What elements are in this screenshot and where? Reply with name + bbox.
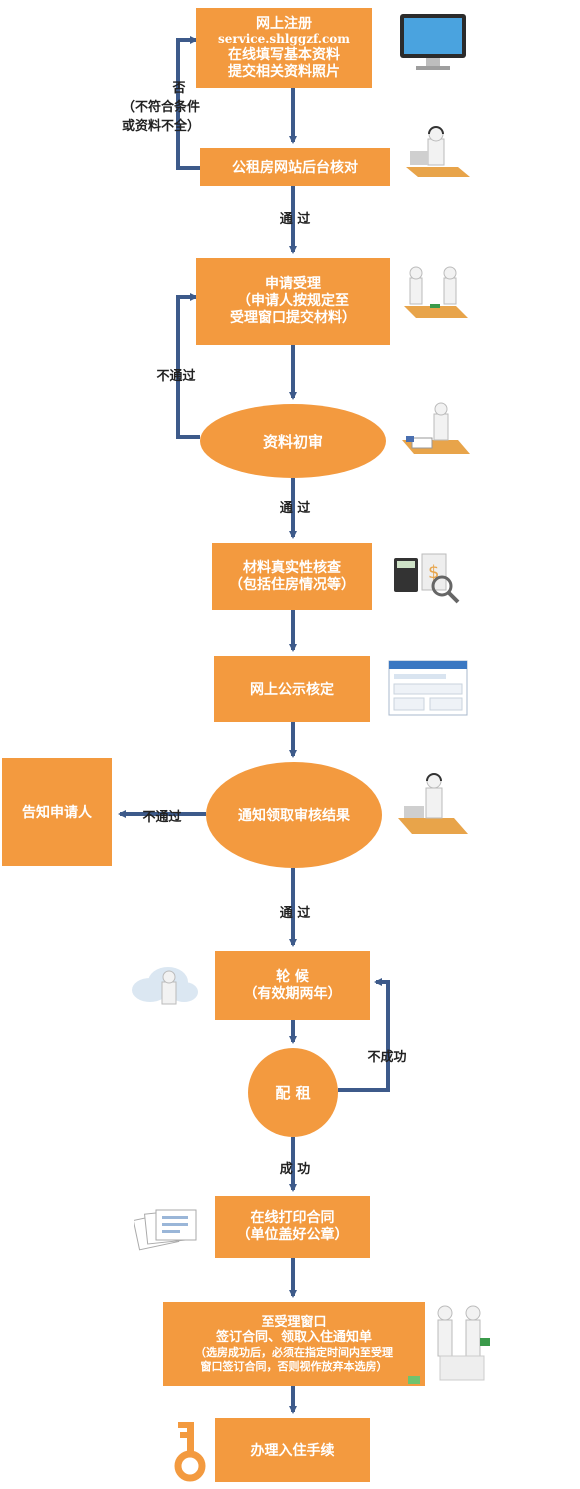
- signing-staff-icon: [437, 1305, 490, 1381]
- key-icon: [174, 1422, 206, 1482]
- sign-note1: （选房成功后，必须在指定时间内至受理: [195, 1345, 393, 1359]
- inform-label: 告知申请人: [22, 805, 92, 821]
- initial-review-label: 资料初审: [262, 432, 323, 451]
- allocate-label: 配 租: [275, 1084, 311, 1102]
- step-allocate: 配 租: [248, 1048, 338, 1137]
- step-wait: 轮 候 （有效期两年）: [215, 951, 370, 1020]
- step-inform-applicant: 告知申请人: [2, 758, 112, 866]
- svg-text:$: $: [428, 562, 439, 583]
- computer-icon: [400, 14, 466, 70]
- step-sign-contract: 至受理窗口 签订合同、领取入住通知单 （选房成功后，必须在指定时间内至受理 窗口…: [163, 1302, 425, 1386]
- sign-note2: 窗口签订合同，否则视作放弃本选房）: [200, 1359, 388, 1373]
- verify-title: 材料真实性核查: [243, 559, 341, 576]
- checkin-label: 办理入住手续: [250, 1443, 335, 1459]
- register-line2: 在线填写基本资料: [228, 46, 340, 63]
- verify-line2: （包括住房情况等）: [229, 576, 355, 593]
- sign-line2: 签订合同、领取入住通知单: [215, 1330, 372, 1346]
- notify-result-label: 通知领取审核结果: [238, 808, 350, 824]
- label-pass-2: 通 过: [279, 501, 311, 516]
- calculator-magnifier-icon: $: [394, 553, 460, 604]
- label-fail-1: 不通过: [156, 369, 196, 384]
- label-no: 否: [172, 81, 186, 96]
- label-no-detail-1: （不符合条件: [121, 100, 200, 115]
- step-backend-check: 公租房网站后台核对: [200, 148, 390, 186]
- apply-line3: 受理窗口提交材料）: [230, 309, 356, 326]
- publicize-label: 网上公示核定: [250, 682, 334, 698]
- counter-staff-icon: [404, 266, 468, 318]
- wait-title: 轮 候: [276, 968, 309, 985]
- step-register: 网上注册 service.shlggzf.com 在线填写基本资料 提交相关资料…: [196, 8, 372, 88]
- apply-line2: （申请人按规定至: [237, 293, 349, 310]
- label-fail-2: 不通过: [142, 810, 182, 825]
- label-pass-1: 通 过: [279, 212, 311, 227]
- service-agent-icon: [406, 126, 470, 177]
- step-publicize: 网上公示核定: [214, 656, 370, 722]
- arrow-backend-back: [176, 36, 200, 170]
- green-badge-icon: [408, 1376, 420, 1384]
- register-title: 网上注册: [256, 15, 312, 32]
- step-initial-review: 资料初审: [200, 404, 386, 478]
- step-checkin: 办理入住手续: [215, 1418, 370, 1482]
- wait-line2: （有效期两年）: [243, 985, 342, 1002]
- contract-documents-icon: [134, 1209, 197, 1251]
- step-notify-result: 通知领取审核结果: [206, 762, 382, 868]
- arrow-review-back: [176, 293, 200, 439]
- label-not-success: 不成功: [367, 1050, 407, 1065]
- label-pass-3: 通 过: [279, 906, 311, 921]
- apply-title: 申请受理: [265, 276, 321, 293]
- cloud-user-icon: [132, 967, 198, 1005]
- print-line2: （单位盖好公章）: [236, 1227, 349, 1243]
- sign-title: 至受理窗口: [261, 1314, 327, 1330]
- label-success: 成 功: [279, 1162, 311, 1177]
- step-apply: 申请受理 （申请人按规定至 受理窗口提交材料）: [196, 258, 390, 345]
- register-line3: 提交相关资料照片: [228, 63, 340, 80]
- backend-label: 公租房网站后台核对: [232, 160, 358, 176]
- result-notice-icon: [398, 773, 468, 834]
- web-page-icon: [388, 660, 468, 716]
- step-verify: 材料真实性核查 （包括住房情况等）: [212, 543, 372, 610]
- step-print-contract: 在线打印合同 （单位盖好公章）: [215, 1196, 370, 1258]
- label-no-detail-2: 或资料不全）: [121, 119, 200, 134]
- document-review-icon: [402, 402, 470, 454]
- register-url: service.shlggzf.com: [218, 32, 350, 47]
- arrow-allocate-back: [338, 978, 390, 1092]
- print-title: 在线打印合同: [250, 1210, 335, 1227]
